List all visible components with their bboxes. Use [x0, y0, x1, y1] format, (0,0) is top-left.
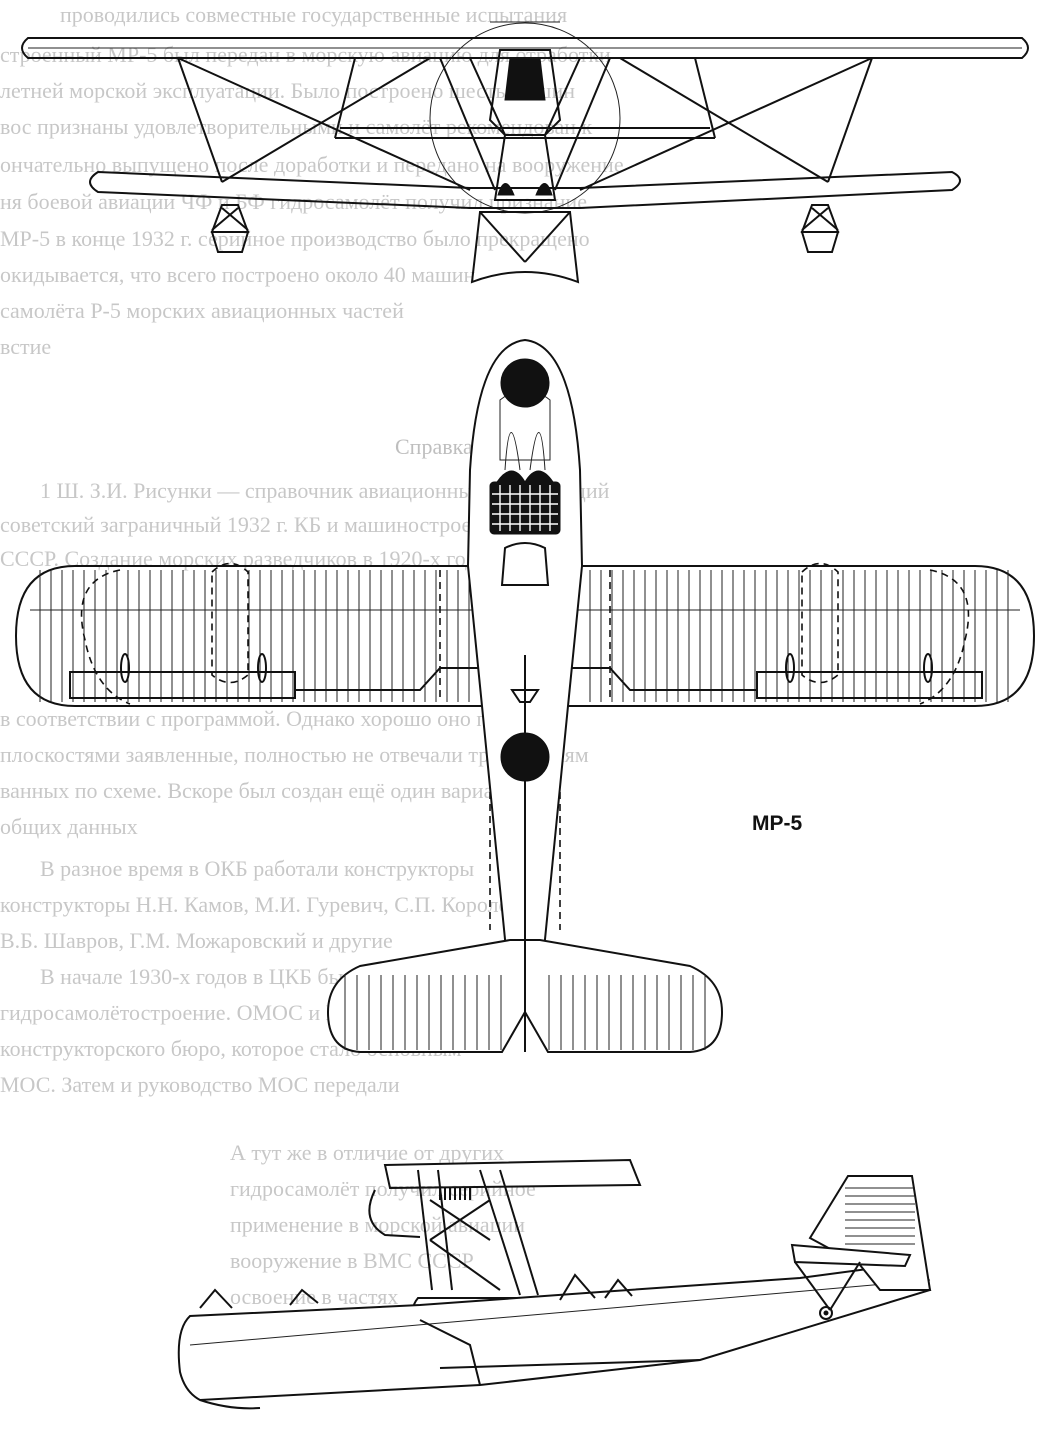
side-upper-wing	[383, 1158, 642, 1190]
left-aileron	[69, 671, 296, 699]
side-hull	[177, 1260, 932, 1402]
bg-text-line: вооружение в ВМС СССР	[230, 1248, 474, 1273]
tailplane-ribs	[344, 975, 706, 1050]
tail-fin	[808, 1175, 932, 1291]
bg-text-line: проводились совместные государственные и…	[60, 2, 568, 27]
side-tailplane	[790, 1243, 912, 1268]
aircraft-designation: МР-5	[752, 812, 803, 835]
right-aileron	[756, 671, 983, 699]
bg-text-line: самолёта Р-5 морских авиационных частей	[0, 298, 404, 323]
lower-wing-outline-right	[919, 569, 970, 705]
right-inner-strut-fairing	[785, 653, 795, 683]
front-upper-wing	[21, 37, 1029, 59]
windscreen-left	[504, 432, 521, 471]
bg-text-line: советский заграничный 1932 г. КБ и машин…	[0, 512, 505, 537]
bg-text-line: ванных по схеме. Вскоре был создан ещё о…	[0, 778, 515, 803]
front-right-float	[800, 204, 840, 253]
bg-text-line: окидывается, что всего построено около 4…	[0, 262, 476, 287]
left-float-outline	[211, 562, 249, 684]
rear-gunner-ring	[559, 1273, 596, 1301]
bg-text-line: В разное время в ОКБ работали конструкто…	[40, 856, 475, 881]
waterline	[439, 1359, 701, 1369]
lower-wing-outline-left	[80, 569, 131, 705]
engine-spinner-top	[500, 358, 550, 408]
hull-bow-bottom	[199, 1399, 261, 1410]
bow-gunner-ring	[199, 1288, 233, 1309]
bg-text-line: гидросамолёт получил серийное	[230, 1176, 536, 1201]
bg-text-line: применение в морской авиации	[230, 1212, 526, 1237]
hull-step-side	[419, 1319, 481, 1386]
front-wing-struts	[177, 57, 873, 191]
bg-text-line: общих данных	[0, 814, 138, 839]
side-struts	[417, 1169, 539, 1296]
bg-text-line: освоение в частях	[230, 1284, 399, 1309]
side-view	[177, 1158, 932, 1410]
roundel-icon	[819, 1306, 833, 1320]
hull-step	[510, 689, 540, 703]
right-strut-fairing	[923, 653, 933, 683]
engine-radiator	[504, 57, 546, 101]
right-float-outline	[801, 562, 839, 684]
bg-text-line: А тут же в отличие от других	[230, 1140, 505, 1165]
bg-text-line: в соответствии с программой. Однако хоро…	[0, 706, 560, 731]
bg-text-heading: Справка	[395, 434, 473, 459]
left-inner-strut-fairing	[257, 653, 267, 683]
left-strut-fairing	[120, 653, 130, 683]
front-hull-bottom	[470, 211, 580, 284]
bg-text-line: вос признаны удовлетворительными и самол…	[0, 114, 593, 139]
hull-chine	[189, 1279, 931, 1346]
front-hull-upper	[493, 134, 557, 201]
fin-ribs	[845, 1187, 915, 1245]
bg-text-line: ня боевой авиации ЧФ и БФ гидросамолёт п…	[0, 189, 587, 214]
front-cockpit-right	[535, 183, 553, 196]
front-cockpit-left	[497, 183, 515, 196]
bg-text-line: летней морской эксплуатации. Было постро…	[0, 78, 576, 103]
bg-text-line: встие	[0, 334, 52, 359]
bg-text-line: В.Б. Шавров, Г.М. Можаровский и другие	[0, 928, 393, 953]
bg-text-line: конструкторы Н.Н. Камов, М.И. Гуревич, С…	[0, 892, 519, 917]
top-wing	[14, 565, 1036, 707]
gunner-ring	[500, 542, 550, 586]
bg-text-line: МР-5 в конце 1932 г. серийное производст…	[0, 226, 590, 251]
front-left-float	[210, 204, 250, 253]
side-engine-nose	[368, 1189, 421, 1238]
radiator-grille	[489, 481, 561, 535]
front-lower-wing	[89, 170, 961, 209]
bg-text-line: МОС. Затем и руководство МОС передали	[0, 1072, 400, 1097]
rear-cockpit-top	[500, 732, 550, 782]
engine-louvres	[439, 1188, 471, 1200]
tail-strut	[794, 1261, 831, 1311]
front-view	[21, 21, 1029, 284]
radiator-grille-lines	[492, 485, 558, 531]
rear-cockpit-side	[604, 1278, 633, 1299]
windscreen-right	[529, 432, 546, 471]
wing-ribs	[39, 570, 1009, 702]
top-view	[14, 338, 1036, 1053]
side-windscreen	[289, 1288, 319, 1306]
roundel-center-icon	[823, 1310, 829, 1316]
